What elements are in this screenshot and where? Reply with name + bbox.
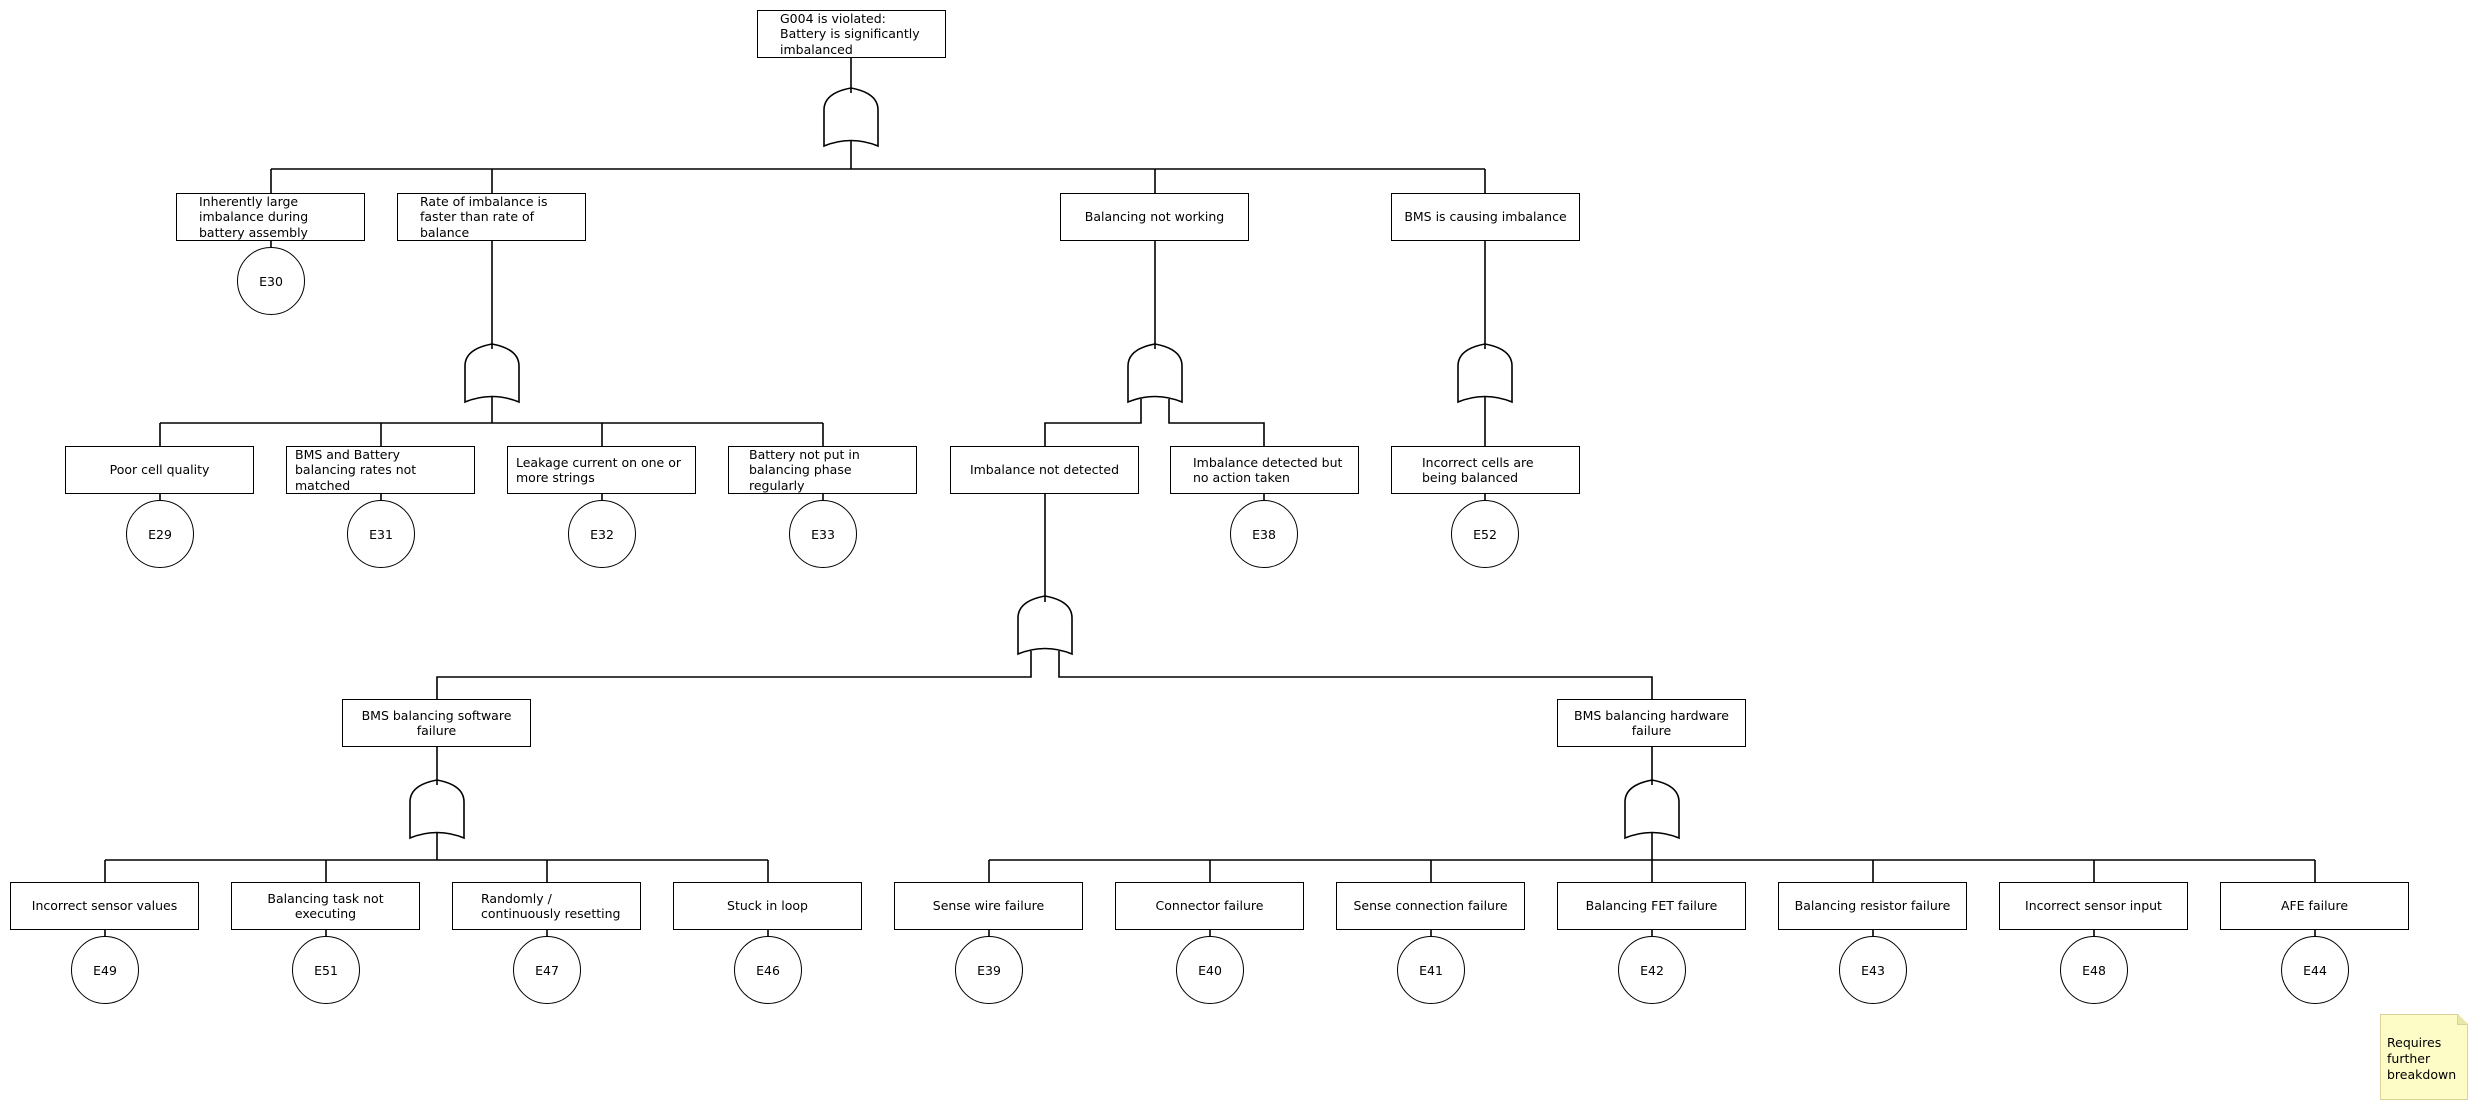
or-gate-software xyxy=(409,779,465,840)
event-inherent-imbalance[interactable]: Inherently large imbalance during batter… xyxy=(176,193,365,241)
basic-event-e29[interactable]: E29 xyxy=(126,500,194,568)
or-gate-hardware xyxy=(1624,779,1680,840)
basic-event-e40[interactable]: E40 xyxy=(1176,936,1244,1004)
or-gate-top xyxy=(823,87,879,148)
or-gate-rate xyxy=(464,343,520,404)
basic-event-e31[interactable]: E31 xyxy=(347,500,415,568)
basic-event-e44[interactable]: E44 xyxy=(2281,936,2349,1004)
event-imbalance-not-detected[interactable]: Imbalance not detected xyxy=(950,446,1139,494)
event-afe-failure[interactable]: AFE failure xyxy=(2220,882,2409,930)
event-hardware-failure[interactable]: BMS balancing hardware failure xyxy=(1557,699,1746,747)
or-gate-bms xyxy=(1457,343,1513,404)
event-sense-wire-failure[interactable]: Sense wire failure xyxy=(894,882,1083,930)
basic-event-e38[interactable]: E38 xyxy=(1230,500,1298,568)
basic-event-e30[interactable]: E30 xyxy=(237,247,305,315)
event-balancing-resistor-failure[interactable]: Balancing resistor failure xyxy=(1778,882,1967,930)
or-gate-balancing xyxy=(1127,343,1183,404)
basic-event-e49[interactable]: E49 xyxy=(71,936,139,1004)
event-stuck-in-loop[interactable]: Stuck in loop xyxy=(673,882,862,930)
basic-event-e51[interactable]: E51 xyxy=(292,936,360,1004)
event-leakage-current[interactable]: Leakage current on one or more strings xyxy=(507,446,696,494)
event-resetting[interactable]: Randomly / continuously resetting xyxy=(452,882,641,930)
event-rates-not-matched[interactable]: BMS and Battery balancing rates not matc… xyxy=(286,446,475,494)
basic-event-e48[interactable]: E48 xyxy=(2060,936,2128,1004)
or-gate-not-detected xyxy=(1017,595,1073,656)
sticky-note[interactable]: Requires further breakdown xyxy=(2380,1014,2468,1100)
basic-event-e46[interactable]: E46 xyxy=(734,936,802,1004)
basic-event-e43[interactable]: E43 xyxy=(1839,936,1907,1004)
event-connector-failure[interactable]: Connector failure xyxy=(1115,882,1304,930)
basic-event-e41[interactable]: E41 xyxy=(1397,936,1465,1004)
event-software-failure[interactable]: BMS balancing software failure xyxy=(342,699,531,747)
event-balancing-fet-failure[interactable]: Balancing FET failure xyxy=(1557,882,1746,930)
event-imbalance-rate[interactable]: Rate of imbalance is faster than rate of… xyxy=(397,193,586,241)
event-incorrect-sensor-input[interactable]: Incorrect sensor input xyxy=(1999,882,2188,930)
basic-event-e42[interactable]: E42 xyxy=(1618,936,1686,1004)
basic-event-e33[interactable]: E33 xyxy=(789,500,857,568)
event-task-not-executing[interactable]: Balancing task not executing xyxy=(231,882,420,930)
basic-event-e39[interactable]: E39 xyxy=(955,936,1023,1004)
basic-event-e32[interactable]: E32 xyxy=(568,500,636,568)
basic-event-e47[interactable]: E47 xyxy=(513,936,581,1004)
event-incorrect-sensor-values[interactable]: Incorrect sensor values xyxy=(10,882,199,930)
event-detected-no-action[interactable]: Imbalance detected but no action taken xyxy=(1170,446,1359,494)
event-incorrect-cells-balanced[interactable]: Incorrect cells are being balanced xyxy=(1391,446,1580,494)
top-event[interactable]: G004 is violated: Battery is significant… xyxy=(757,10,946,58)
event-bms-causing-imbalance[interactable]: BMS is causing imbalance xyxy=(1391,193,1580,241)
basic-event-e52[interactable]: E52 xyxy=(1451,500,1519,568)
event-not-put-in-balancing[interactable]: Battery not put in balancing phase regul… xyxy=(728,446,917,494)
event-poor-cell-quality[interactable]: Poor cell quality xyxy=(65,446,254,494)
event-sense-connection-failure[interactable]: Sense connection failure xyxy=(1336,882,1525,930)
event-balancing-not-working[interactable]: Balancing not working xyxy=(1060,193,1249,241)
